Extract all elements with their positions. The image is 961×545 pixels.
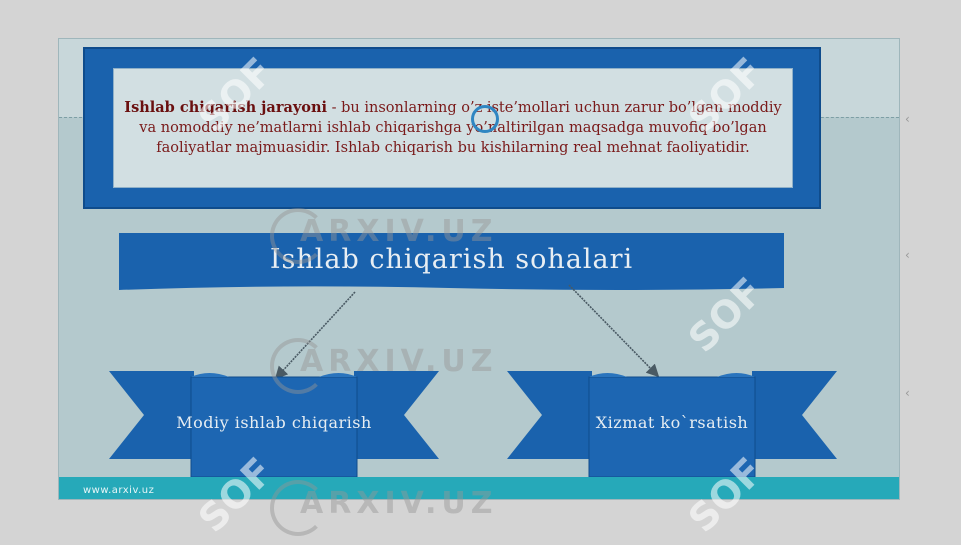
watermark-logo-icon <box>270 208 326 264</box>
ribbon-xizmat: Xizmat ko`rsatish <box>507 369 837 479</box>
watermark-text: ARXIV.UZ <box>300 486 498 521</box>
definition-text: Ishlab chiqarish jarayoni - bu insonlarn… <box>124 98 782 158</box>
watermark-text: ARXIV.UZ <box>300 214 498 249</box>
watermark-text: ARXIV.UZ <box>300 344 498 379</box>
footer-url: www.arxiv.uz <box>83 485 155 496</box>
ribbon-modiy: Modiy ishlab chiqarish <box>109 369 439 479</box>
side-arrow-icon: ‹ <box>905 248 910 262</box>
ribbon-shape-left <box>109 371 439 478</box>
side-arrow-icon: ‹ <box>905 386 910 400</box>
ribbon-shape-right <box>507 371 837 478</box>
banner-title: Ishlab chiqarish sohalari <box>269 243 634 275</box>
watermark-logo-icon <box>270 480 326 536</box>
slide: Ishlab chiqarish jarayoni - bu insonlarn… <box>58 38 900 500</box>
ribbon-label-modiy: Modiy ishlab chiqarish <box>176 413 372 432</box>
definition-frame: Ishlab chiqarish jarayoni - bu insonlarn… <box>83 47 821 209</box>
definition-body: - bu insonlarning o’z iste’mollari uchun… <box>139 100 782 156</box>
footer-bar <box>59 477 899 499</box>
definition-term: Ishlab chiqarish jarayoni <box>124 99 327 116</box>
ribbon-label-xizmat: Xizmat ko`rsatish <box>595 413 749 432</box>
section-banner: Ishlab chiqarish sohalari <box>119 233 784 285</box>
banner-wave <box>119 284 784 290</box>
side-arrow-icon: ‹ <box>905 112 910 126</box>
watermark-logo-icon <box>270 338 326 394</box>
circle-marker-icon <box>471 105 499 133</box>
definition-box: Ishlab chiqarish jarayoni - bu insonlarn… <box>113 68 793 188</box>
arrow-right <box>568 284 660 378</box>
